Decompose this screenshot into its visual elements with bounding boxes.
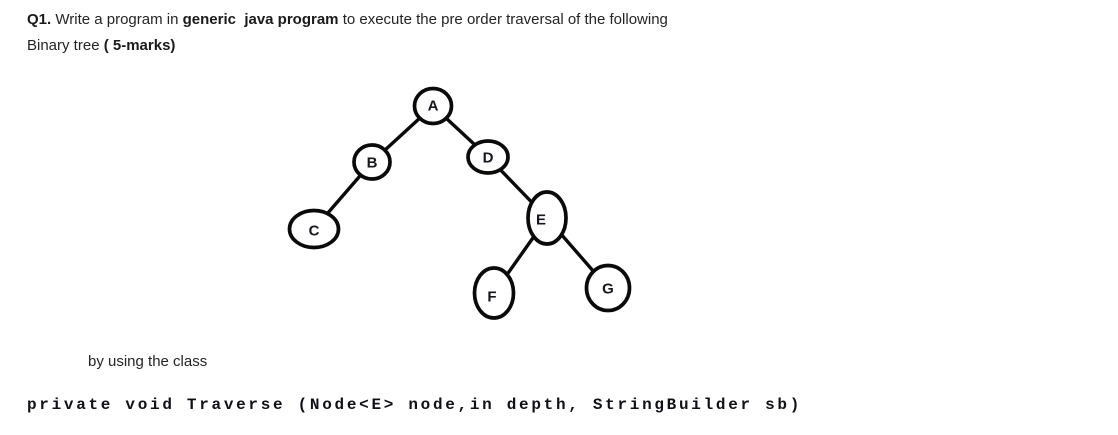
tree-node-label-G: G — [602, 281, 614, 298]
tree-node-label-B: B — [367, 155, 378, 172]
tree-node-F — [472, 266, 516, 320]
tree-node-label-F: F — [487, 289, 496, 306]
tree-node-G — [584, 263, 632, 313]
tree-node-label-C: C — [309, 223, 320, 240]
tree-node-C — [287, 208, 341, 250]
tree-node-label-D: D — [483, 150, 494, 167]
tree-node-D — [466, 139, 510, 175]
by-using-class-text: by using the class — [88, 353, 208, 370]
tree-node-B — [352, 143, 392, 181]
tree-node-label-E: E — [536, 212, 546, 229]
code-line: private void Traverse (Node<E> node,in d… — [27, 396, 802, 414]
question-line: Binary tree ( 5-marks) — [27, 37, 176, 54]
tree-node-A — [412, 86, 454, 126]
tree-node-E — [526, 190, 568, 246]
question-line: Q1. Write a program in generic java prog… — [27, 11, 668, 28]
question-text: Q1. Write a program in generic java prog… — [27, 7, 847, 59]
tree-node-label-A: A — [428, 98, 439, 115]
